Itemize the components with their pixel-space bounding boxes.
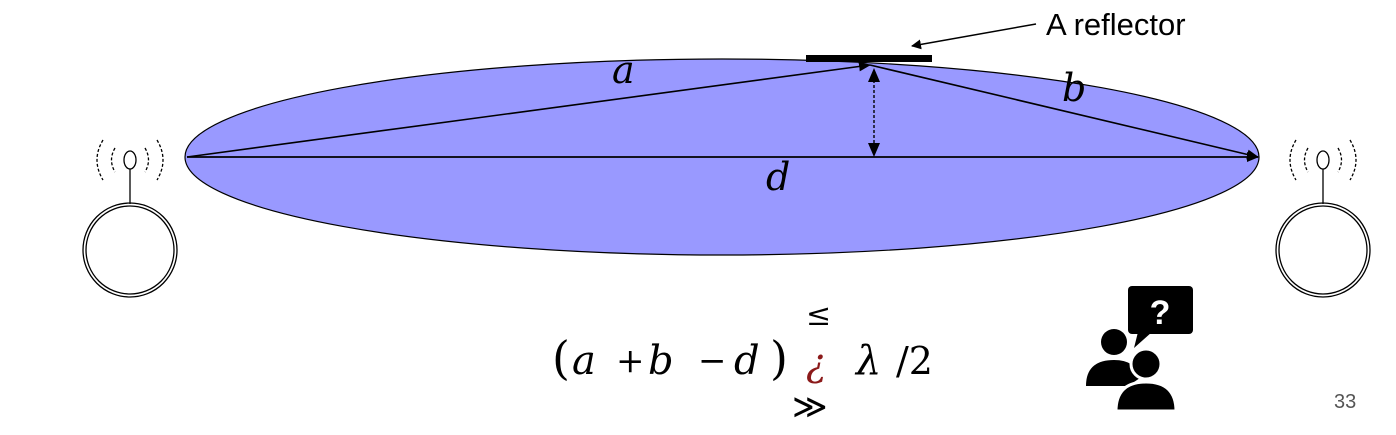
formula-a: a	[572, 338, 596, 384]
clearance-arrow-bottom-head	[868, 143, 880, 157]
reflector-label: A reflector	[1046, 7, 1186, 42]
page-number: 33	[1334, 391, 1356, 413]
formula-lambda: λ	[854, 338, 881, 384]
label-d: d	[766, 155, 790, 199]
reflector-pointer-arrow	[911, 23, 1037, 50]
formula-relation-gg: ≫	[792, 387, 828, 427]
formula-relation-inverted-question: ¿	[806, 341, 826, 385]
formula-close-paren: )	[770, 331, 788, 385]
label-a: a	[612, 48, 635, 92]
fresnel-condition-formula: ( a + b − d ) ≤ ¿ ≫ λ /2	[552, 298, 933, 427]
formula-open-paren: (	[552, 331, 570, 385]
path-a-arrow	[186, 61, 871, 158]
formula-over-two: /2	[896, 339, 933, 383]
right-antenna-icon	[1275, 139, 1371, 298]
discussion-question-icon: ?	[1086, 286, 1193, 413]
formula-plus: +	[616, 341, 645, 381]
reflector-bar	[806, 55, 932, 62]
formula-d: d	[734, 338, 760, 384]
clearance-arrow-top-head	[868, 68, 880, 82]
svg-text:?: ?	[1150, 294, 1171, 332]
label-b: b	[1062, 66, 1086, 110]
formula-minus: −	[698, 341, 727, 381]
formula-b: b	[648, 338, 674, 384]
path-b-arrow	[869, 64, 1259, 160]
formula-relation-le: ≤	[806, 298, 831, 333]
left-antenna-icon	[82, 139, 178, 298]
